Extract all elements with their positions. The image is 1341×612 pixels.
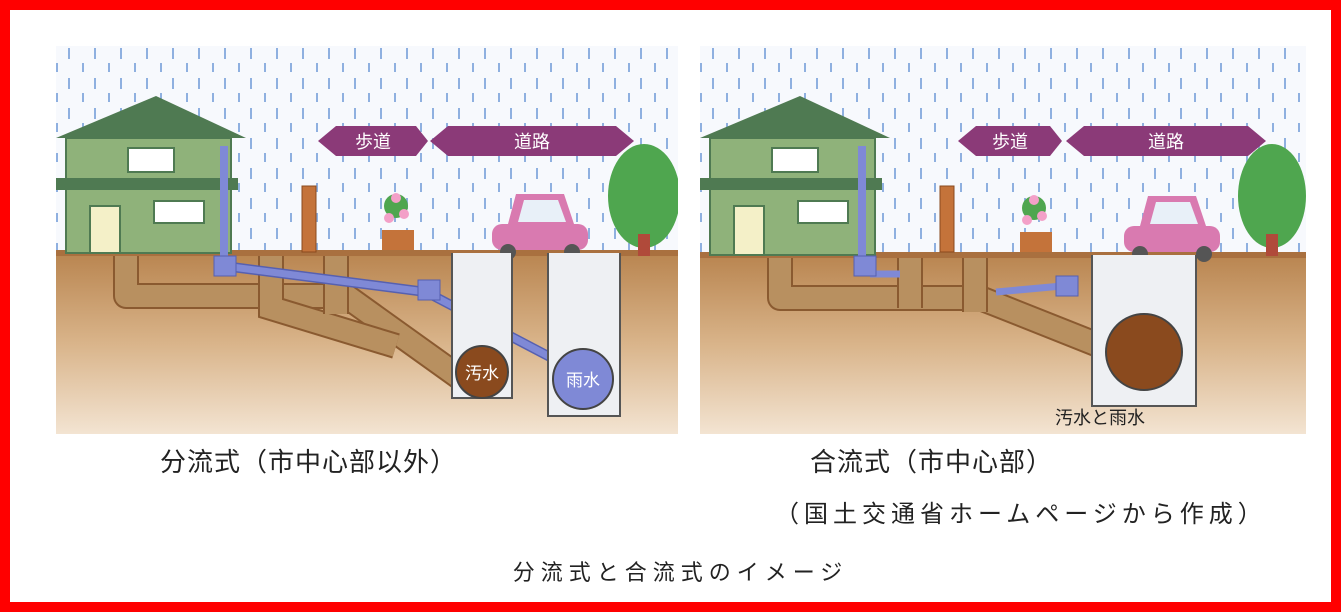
combined-pipe-label: 汚水と雨水: [1055, 408, 1145, 429]
combined-system-diagram: 汚水と雨水 歩道 道路: [700, 46, 1306, 434]
sidewalk-label: 歩道: [355, 132, 391, 153]
car: [492, 194, 588, 260]
road-sign: [1066, 126, 1266, 156]
downspout: [220, 146, 228, 264]
combined-system-illustration: 汚水と雨水 歩道 道路: [700, 46, 1306, 434]
sidewalk-label: 歩道: [992, 132, 1028, 153]
sewage-pipe: [455, 345, 509, 399]
storm-connection-pipe: [853, 255, 1079, 297]
combined-pipe: [1105, 313, 1183, 391]
storm-connection-pipe: [213, 255, 574, 373]
house: [56, 96, 246, 254]
brick-post: [301, 185, 317, 253]
sewage-pipe-label: 汚水: [465, 364, 499, 384]
separate-system-caption: 分流式（市中心部以外）: [160, 448, 458, 478]
figure-title: 分流式と合流式のイメージ: [512, 561, 849, 586]
ground-line: [56, 250, 678, 256]
combined-system-caption: 合流式（市中心部）: [810, 448, 1054, 478]
flower-pot: [382, 193, 414, 250]
tree: [1238, 144, 1306, 256]
source-note: （国土交通省ホームページから作成）: [775, 500, 1267, 528]
ground-line: [700, 252, 1306, 258]
separate-system-diagram: 汚水 雨水 歩道 道路: [56, 46, 678, 434]
downspout: [858, 146, 866, 266]
road-label: 道路: [1148, 132, 1184, 153]
combined-house-connection: [767, 258, 1131, 369]
separate-system-illustration: 汚水 雨水 歩道 道路: [56, 46, 678, 434]
road-sign: [430, 126, 634, 156]
sidewalk-sign: [958, 126, 1062, 156]
flower-pot: [1020, 195, 1052, 252]
sidewalk-sign: [318, 126, 428, 156]
soil: [700, 255, 1306, 434]
brick-post: [939, 185, 955, 253]
storm-pipe-label: 雨水: [566, 371, 600, 391]
storm-pipe: [552, 348, 614, 410]
road-label: 道路: [514, 132, 550, 153]
house: [700, 96, 890, 256]
tree: [608, 144, 678, 256]
